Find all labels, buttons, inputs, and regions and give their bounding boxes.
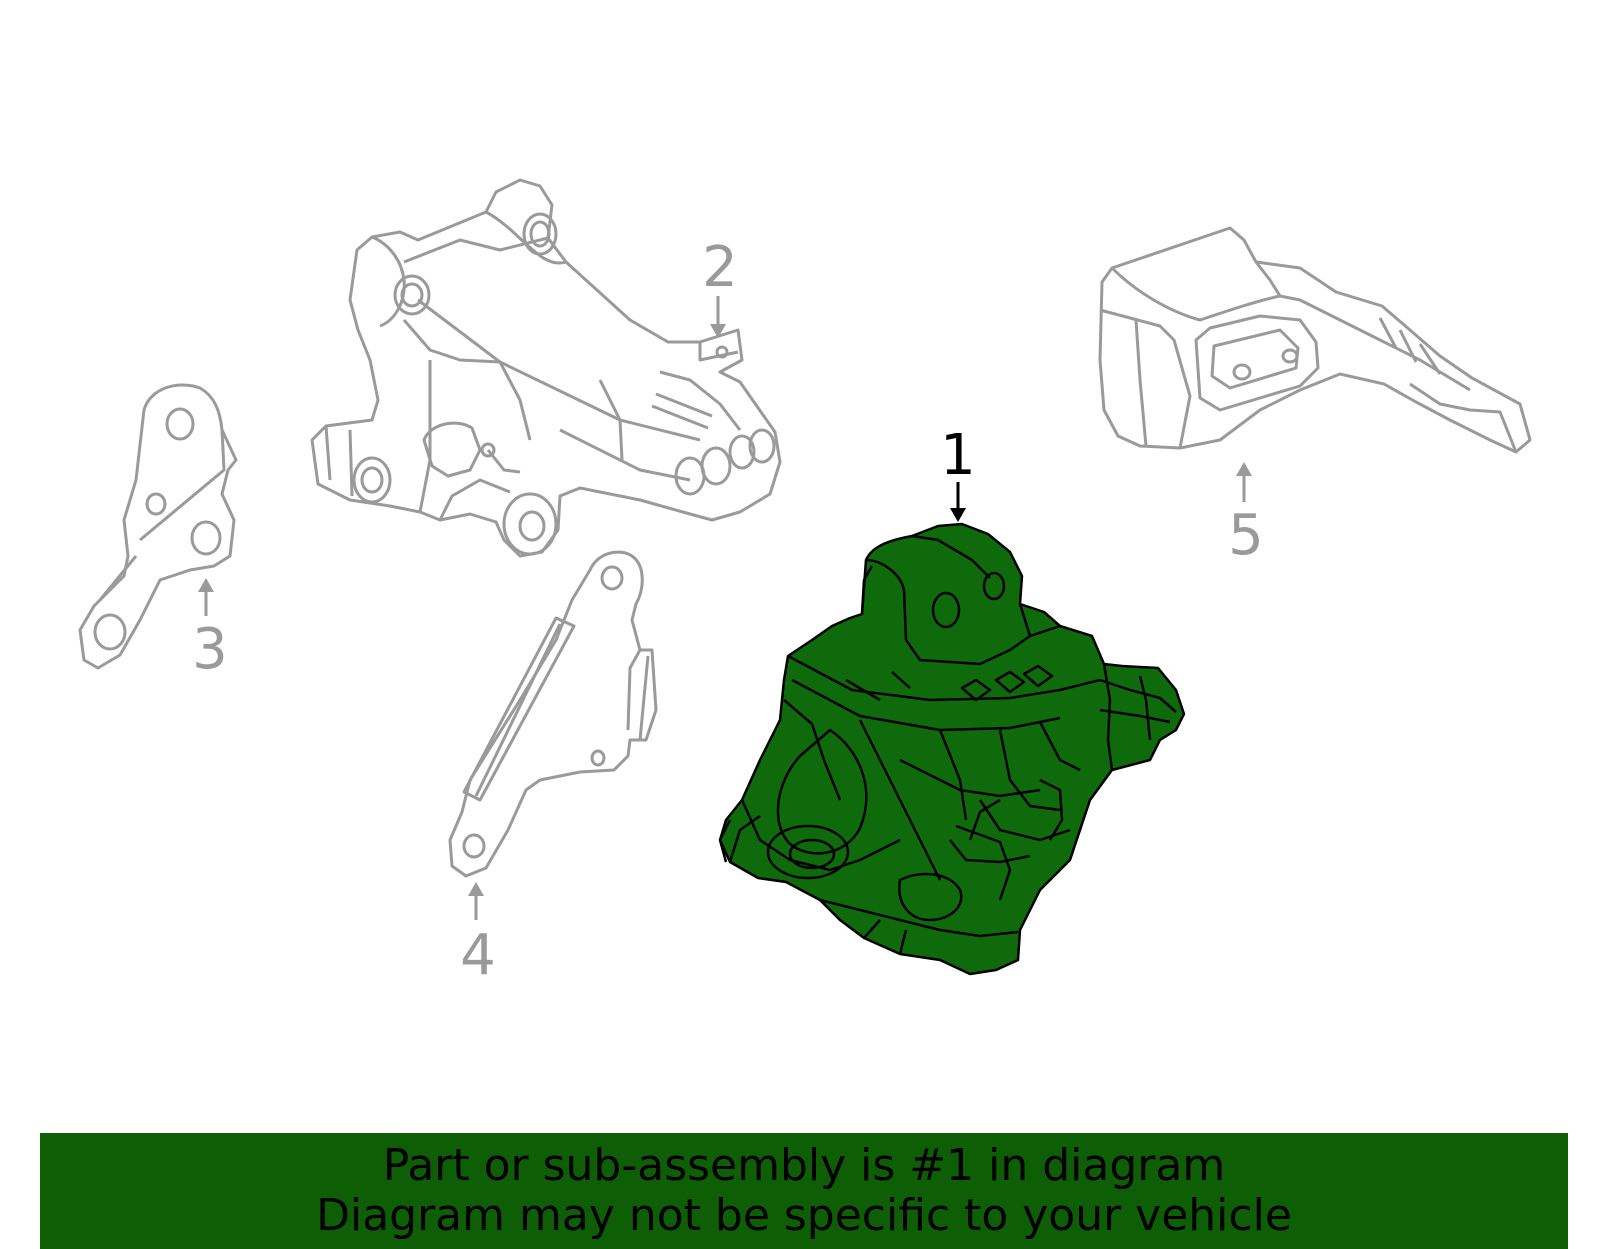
part-3-small-bracket[interactable] bbox=[78, 383, 238, 670]
callout-5-label: 5 bbox=[1228, 503, 1264, 568]
callout-3: 3 bbox=[192, 578, 228, 682]
callout-4: 4 bbox=[460, 882, 496, 988]
callout-2: 2 bbox=[702, 235, 738, 338]
part-5-heat-shield[interactable] bbox=[1098, 226, 1532, 454]
part-1-engine-mount-highlighted[interactable] bbox=[718, 522, 1186, 976]
callout-3-label: 3 bbox=[192, 617, 228, 682]
callout-5: 5 bbox=[1228, 462, 1264, 568]
part-2-engine-mount-bracket[interactable] bbox=[310, 178, 782, 558]
callout-1: 1 bbox=[940, 423, 976, 522]
callout-2-label: 2 bbox=[702, 235, 738, 300]
banner-line-part-note: Part or sub-assembly is #1 in diagram bbox=[382, 1140, 1226, 1191]
banner-line-vehicle-disclaimer: Diagram may not be specific to your vehi… bbox=[316, 1190, 1292, 1241]
callout-1-label: 1 bbox=[940, 423, 976, 488]
callout-4-label: 4 bbox=[460, 923, 496, 988]
part-4-support-bracket[interactable] bbox=[448, 550, 658, 878]
info-banner: Part or sub-assembly is #1 in diagram Di… bbox=[40, 1133, 1568, 1249]
